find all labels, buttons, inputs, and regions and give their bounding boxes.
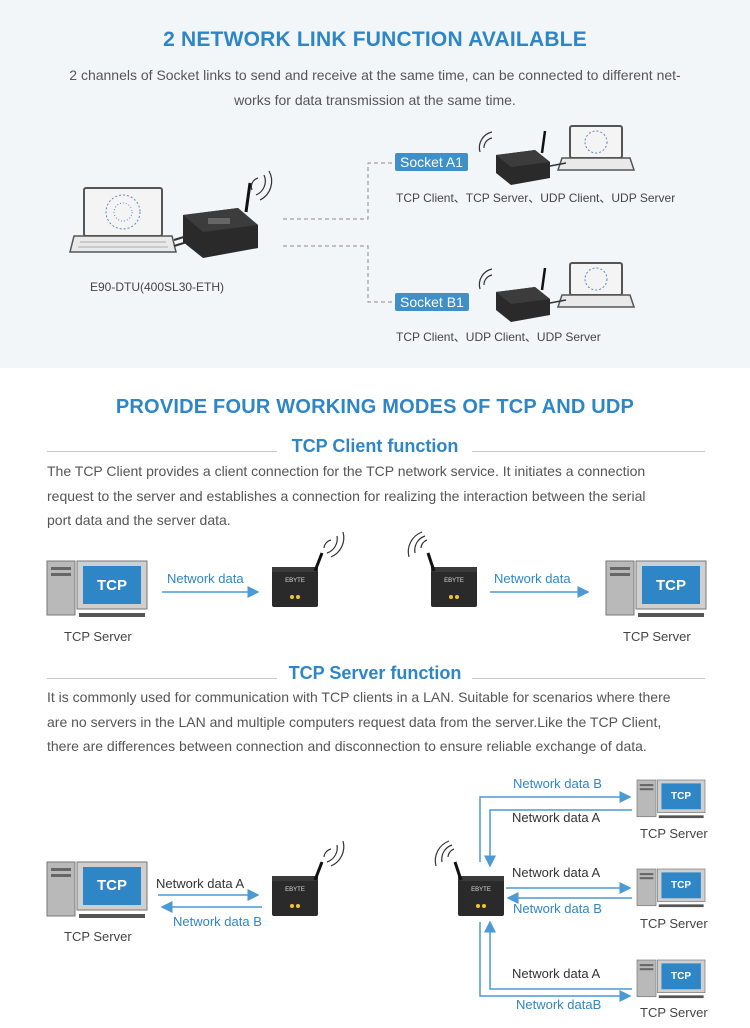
server-hub-device-icon — [434, 840, 504, 916]
server-left-data-a-label: Network data A — [156, 876, 245, 891]
laptop-main-icon — [69, 187, 177, 253]
connector-a-line — [283, 162, 395, 220]
server-bot-data-a-label: Network data A — [512, 966, 601, 981]
server-bot-screen-text: TCP — [671, 971, 691, 982]
section1-title: 2 NETWORK LINK FUNCTION AVAILABLE — [163, 28, 587, 51]
socket-a-badge: Socket A1 — [395, 153, 469, 171]
dtu-a-device-icon — [478, 130, 550, 185]
server-mid-server-label: TCP Server — [640, 916, 708, 931]
server-heading-rule-right — [472, 678, 705, 679]
server-heading-rule-left — [47, 678, 277, 679]
client-heading-rule-left — [47, 451, 277, 452]
client-description: The TCP Client provides a client connect… — [47, 459, 727, 533]
client-description-line2: request to the server and establishes a … — [47, 487, 646, 504]
device-model-label: E90-DTU(400SL30-ETH) — [90, 280, 225, 294]
server-heading-row: TCP Server function — [0, 663, 750, 693]
client-right-server-label: TCP Server — [623, 629, 691, 644]
socket-a-modes: TCP Client、TCP Server、UDP Client、UDP Ser… — [396, 191, 676, 205]
dtu-main-device-icon — [183, 170, 273, 258]
socket-b-modes: TCP Client、UDP Client、UDP Server — [396, 330, 601, 344]
server-heading: TCP Server function — [288, 663, 462, 683]
server-top-screen-text: TCP — [671, 791, 691, 802]
client-description-line3: port data and the server data. — [47, 512, 231, 528]
section2-title: PROVIDE FOUR WORKING MODES OF TCP AND UD… — [115, 396, 635, 418]
server-description: It is commonly used for communication wi… — [47, 685, 727, 759]
client-description-line1: The TCP Client provides a client connect… — [47, 463, 646, 479]
server-left-server-label: TCP Server — [64, 929, 132, 944]
client-right-device-brand: EBYTE — [444, 578, 464, 584]
server-top-data-b-label: Network data B — [513, 776, 602, 791]
client-left-device-icon — [272, 531, 345, 607]
laptop-b-icon — [556, 262, 636, 308]
connector-b-line — [283, 245, 395, 303]
server-hub-device-brand: EBYTE — [471, 887, 491, 893]
socket-b-badge: Socket B1 — [395, 293, 469, 311]
server-mid-data-a-label: Network data A — [512, 865, 601, 880]
client-heading-rule-right — [472, 451, 705, 452]
section1-intro-line1: 2 channels of Socket links to send and r… — [69, 67, 681, 83]
server-bot-server-label: TCP Server — [640, 1005, 708, 1020]
server-description-line1: It is commonly used for communication wi… — [47, 689, 671, 705]
server-mid-data-b-label: Network data B — [513, 901, 602, 916]
client-heading: TCP Client function — [291, 436, 459, 456]
server-description-line3: there are differences between connection… — [47, 738, 647, 754]
client-left-arrow-label: Network data — [167, 571, 244, 586]
server-left-screen-text: TCP — [97, 877, 127, 894]
server-mid-screen-text: TCP — [671, 880, 691, 891]
server-left-device-icon — [272, 840, 345, 916]
client-right-device-icon — [407, 531, 477, 607]
server-top-data-a-label: Network data A — [512, 810, 601, 825]
server-left-device-brand: EBYTE — [285, 887, 305, 893]
client-right-screen-text: TCP — [656, 577, 686, 594]
server-top-server-label: TCP Server — [640, 826, 708, 841]
section1-diagram — [69, 125, 636, 322]
client-left-screen-text: TCP — [97, 577, 127, 594]
server-bot-arrow-out — [479, 922, 632, 1002]
dtu-b-device-icon — [478, 267, 550, 322]
client-left-server-label: TCP Server — [64, 629, 132, 644]
section1-intro: 2 channels of Socket links to send and r… — [0, 63, 750, 112]
client-right-arrow-label: Network data — [494, 571, 571, 586]
client-left-device-brand: EBYTE — [285, 578, 305, 584]
server-bot-data-b-label: Network dataB — [516, 997, 602, 1012]
laptop-a-icon — [556, 125, 636, 171]
client-heading-row: TCP Client function — [0, 436, 750, 466]
server-left-data-b-label: Network data B — [173, 914, 262, 929]
section1-intro-line2: works for data transmission at the same … — [234, 91, 516, 108]
server-description-line2: are no servers in the LAN and multiple c… — [47, 713, 662, 730]
server-top-arrow-out — [479, 791, 632, 862]
